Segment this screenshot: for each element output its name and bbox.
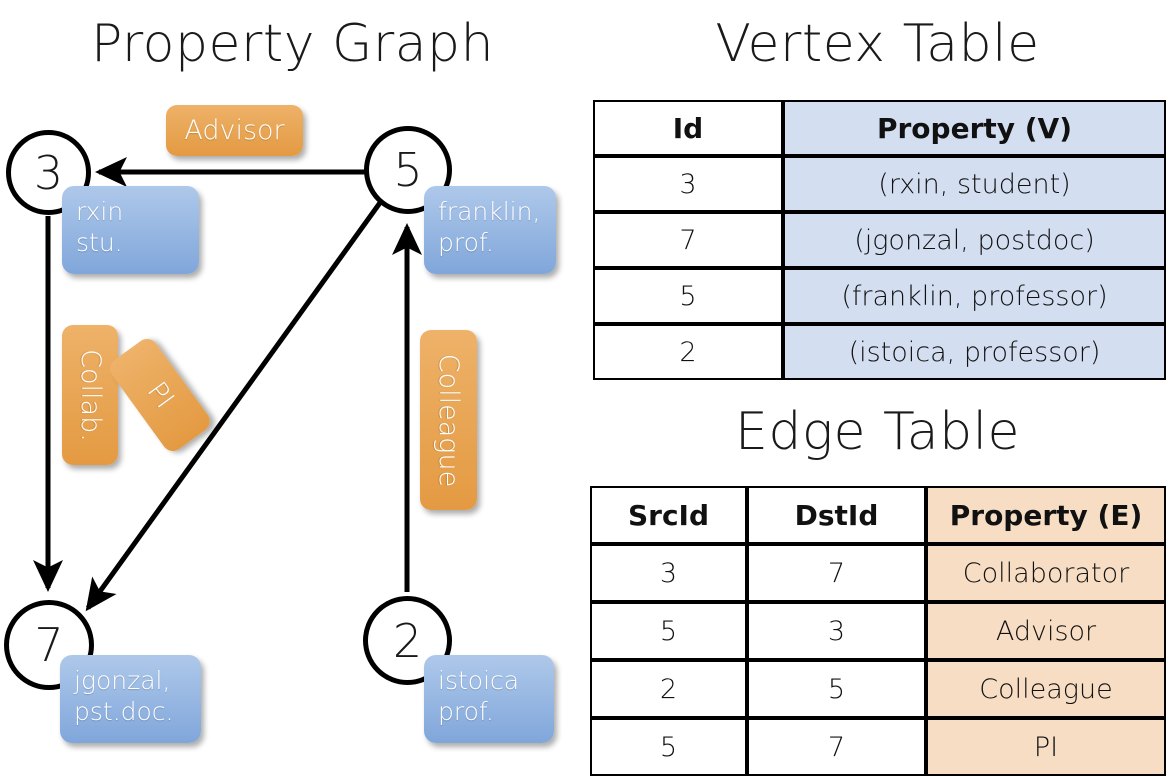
property-graph-diagram: 3 5 7 2 rxin stu. franklin, prof. jgonza… [0, 0, 585, 760]
edge-table-cell-property: Colleague [926, 660, 1166, 718]
vertex-property-line-2: prof. [438, 697, 494, 726]
edge-table-cell-property: Collaborator [926, 544, 1166, 602]
vertex-table-cell-property: (franklin, professor) [783, 268, 1166, 324]
table-row: 2 (istoica, professor) [593, 324, 1166, 380]
page-title-edge-table: Edge Table [734, 402, 1021, 462]
vertex-property-line-1: istoica [438, 666, 520, 695]
vertex-id-label: 3 [33, 145, 64, 200]
vertex-id-label: 5 [393, 143, 423, 197]
table-row: 5 (franklin, professor) [593, 268, 1166, 324]
edge-label-text: PI [140, 376, 180, 414]
vertex-property-line-2: prof. [438, 228, 494, 257]
edge-label-colleague: Colleague [420, 330, 477, 510]
edge-table-cell-property: PI [926, 718, 1166, 776]
vertex-property-box-3: rxin stu. [62, 186, 199, 274]
table-row: 5 3 Advisor [590, 602, 1166, 660]
edge-table-cell-srcid: 5 [590, 718, 747, 776]
vertex-table-cell-id: 5 [593, 268, 783, 324]
vertex-table-cell-property: (rxin, student) [783, 156, 1166, 212]
vertex-circle-5[interactable]: 5 [364, 126, 452, 214]
vertex-table-cell-id: 7 [593, 212, 783, 268]
edge-table-cell-dstid: 5 [747, 660, 926, 718]
edge-table-header-srcid: SrcId [590, 486, 747, 544]
edge-label-text: Collab. [74, 348, 106, 442]
vertex-property-box-5: franklin, prof. [424, 186, 556, 274]
vertex-property-line-1: rxin [76, 197, 124, 226]
graph-edges-layer [32, 156, 423, 612]
edge-table-cell-dstid: 3 [747, 602, 926, 660]
edge-label-text: Advisor [184, 115, 285, 146]
vertex-table-header-id: Id [593, 100, 783, 156]
edge-label-advisor: Advisor [166, 105, 303, 156]
vertex-table-cell-id: 2 [593, 324, 783, 380]
edge-table-cell-dstid: 7 [747, 718, 926, 776]
edge-table-header-dstid: DstId [747, 486, 926, 544]
vertex-property-line-1: franklin, [438, 197, 541, 226]
edge-table-cell-srcid: 3 [590, 544, 747, 602]
table-row: 3 (rxin, student) [593, 156, 1166, 212]
table-header-row: Id Property (V) [593, 100, 1166, 156]
edge-table-cell-property: Advisor [926, 602, 1166, 660]
edge-table-cell-srcid: 5 [590, 602, 747, 660]
vertex-property-box-2: istoica prof. [424, 655, 554, 743]
vertex-table: Id Property (V) 3 (rxin, student) 7 (jgo… [593, 100, 1166, 380]
edge-table-cell-srcid: 2 [590, 660, 747, 718]
table-row: 7 (jgonzal, postdoc) [593, 212, 1166, 268]
edge-label-collab: Collab. [62, 325, 118, 465]
table-row: 5 7 PI [590, 718, 1166, 776]
page-title-property-graph: Property Graph [90, 14, 495, 74]
edge-table-cell-dstid: 7 [747, 544, 926, 602]
vertex-property-line-2: pst.doc. [74, 697, 174, 726]
table-row: 2 5 Colleague [590, 660, 1166, 718]
vertex-property-box-7: jgonzal, pst.doc. [60, 655, 201, 743]
vertex-circle-2[interactable]: 2 [363, 596, 452, 685]
vertex-table-header-property: Property (V) [783, 100, 1166, 156]
vertex-id-label: 7 [34, 618, 64, 672]
edge-table-header-property: Property (E) [926, 486, 1166, 544]
table-header-row: SrcId DstId Property (E) [590, 486, 1166, 544]
edge-5-to-7 [85, 198, 385, 612]
vertex-table-cell-id: 3 [593, 156, 783, 212]
page-title-vertex-table: Vertex Table [715, 14, 1040, 74]
edge-label-text: Colleague [433, 353, 464, 487]
vertex-property-line-1: jgonzal, [74, 666, 171, 695]
vertex-table-cell-property: (jgonzal, postdoc) [783, 212, 1166, 268]
vertex-table-cell-property: (istoica, professor) [783, 324, 1166, 380]
table-row: 3 7 Collaborator [590, 544, 1166, 602]
edge-table: SrcId DstId Property (E) 3 7 Collaborato… [590, 486, 1166, 776]
vertex-property-line-2: stu. [76, 228, 123, 257]
vertex-id-label: 2 [392, 613, 423, 668]
